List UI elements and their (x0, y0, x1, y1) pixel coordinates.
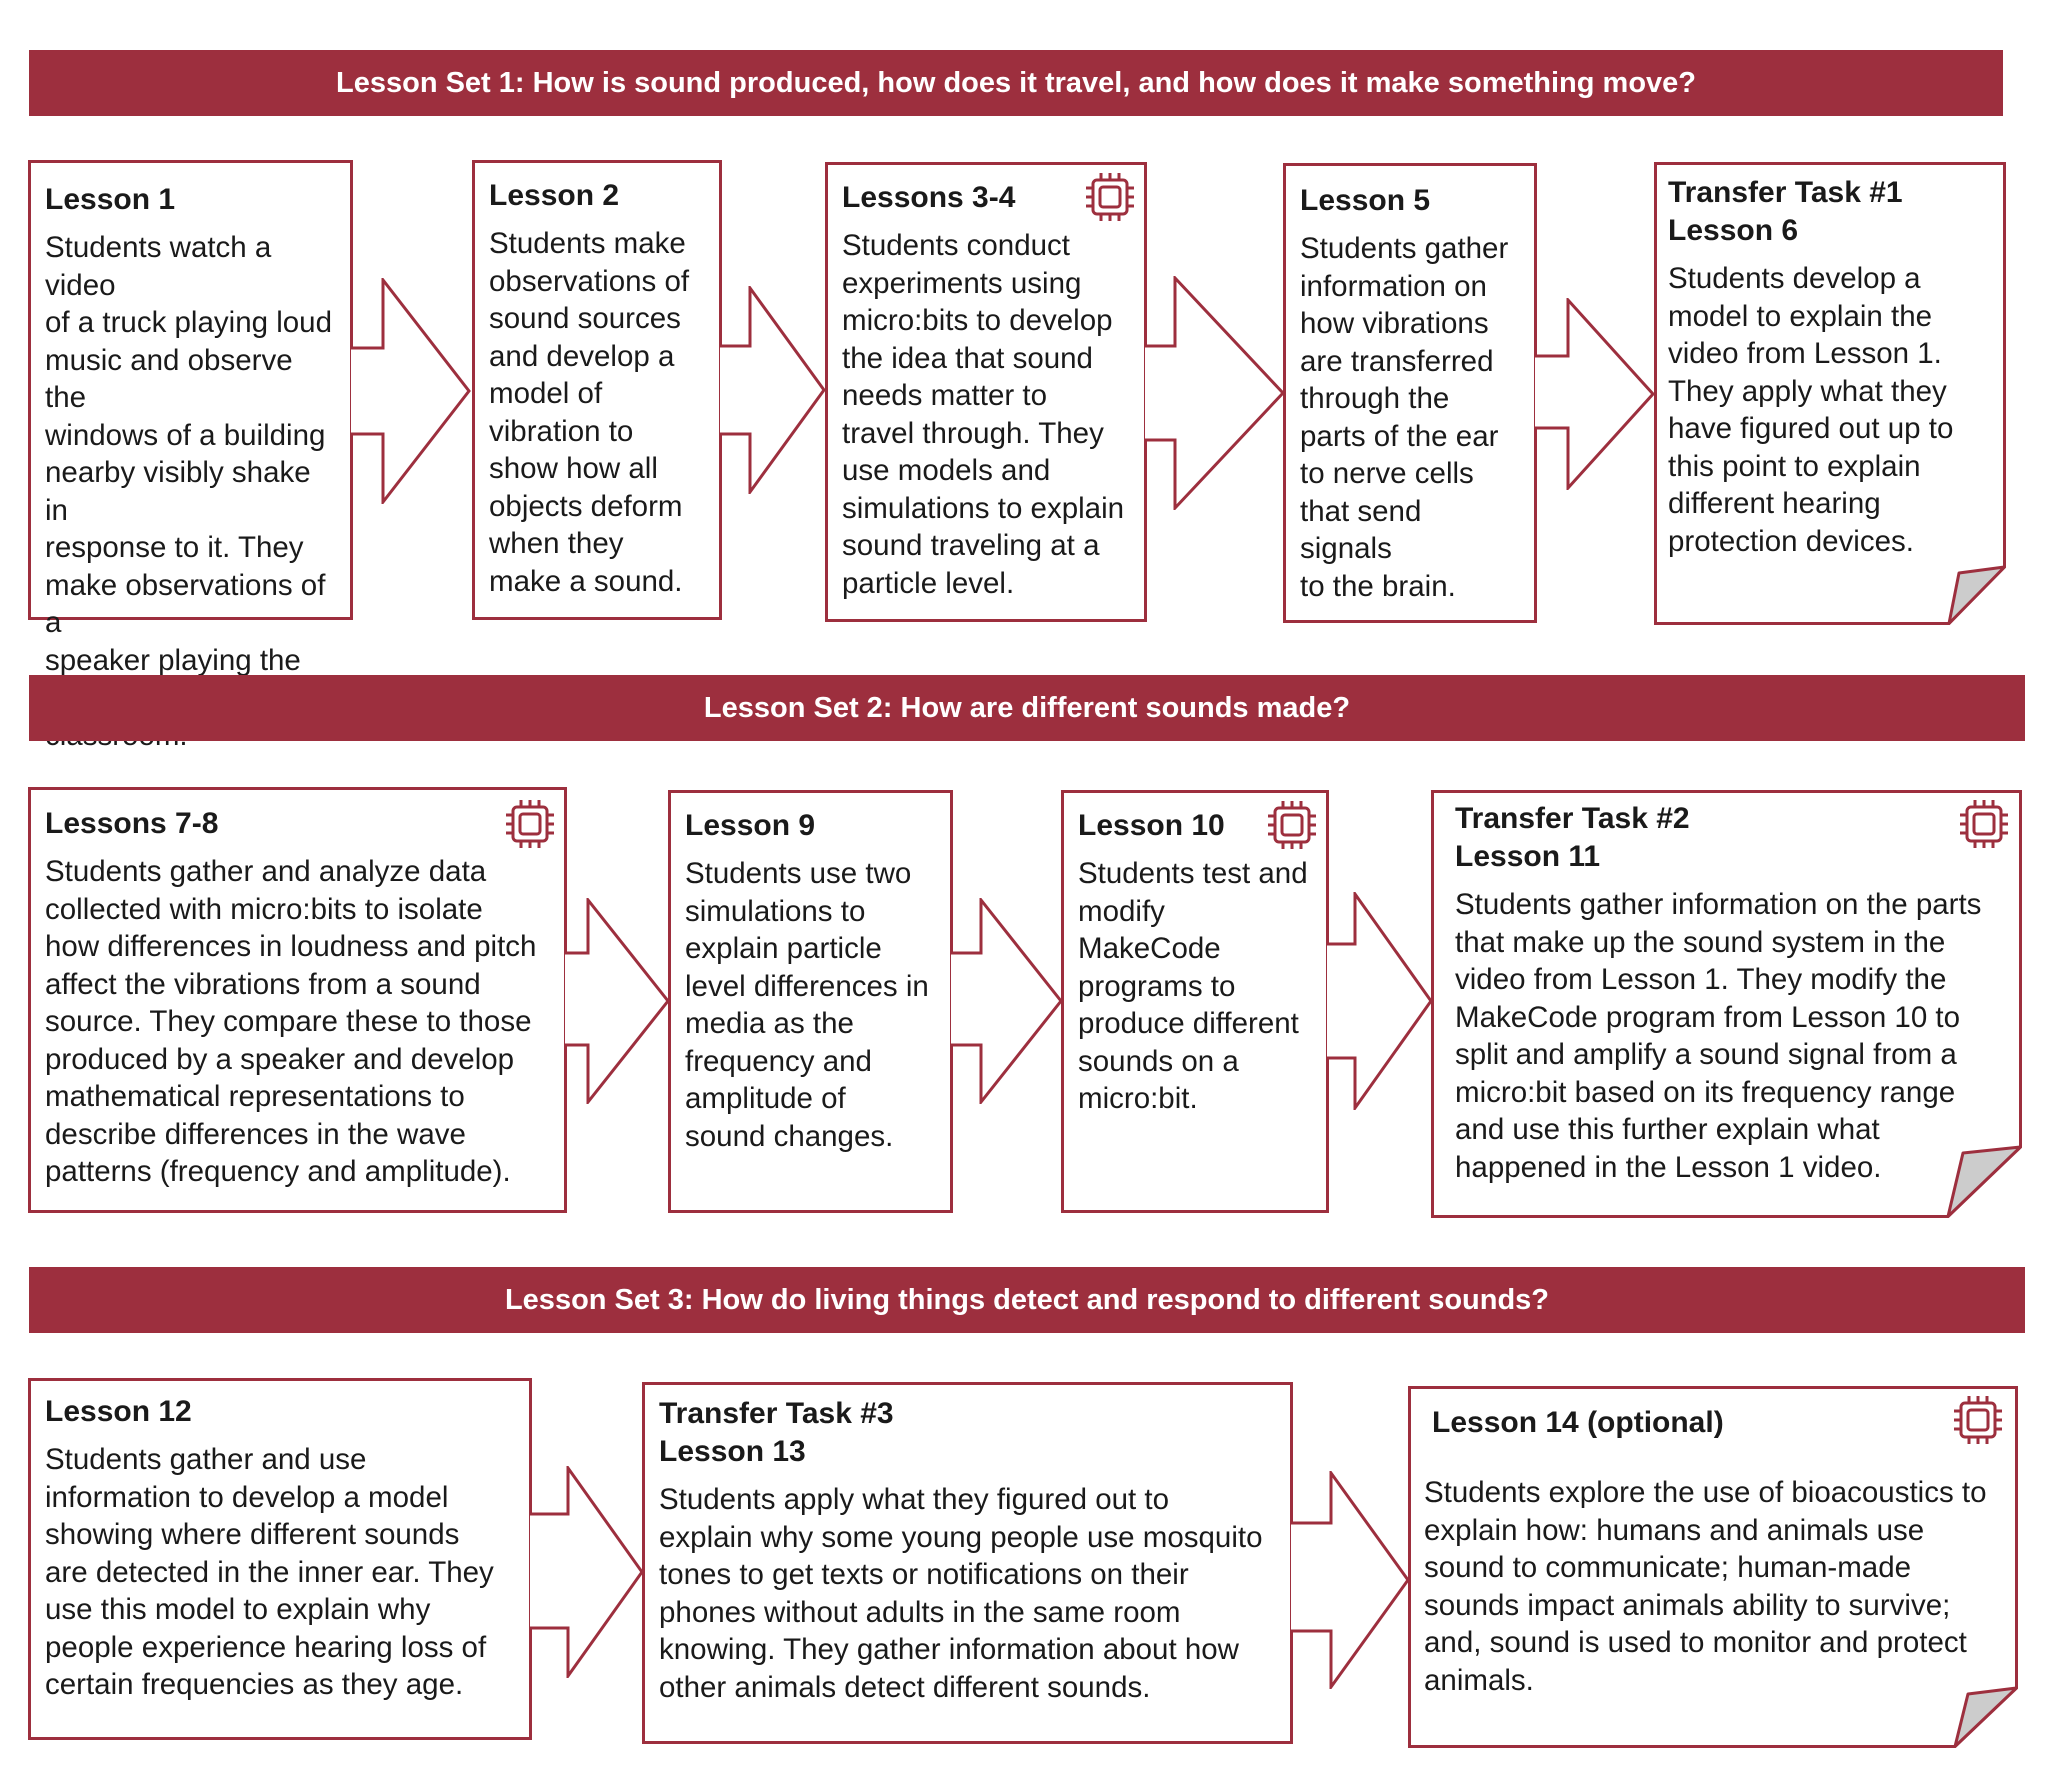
microbit-chip-icon (1086, 173, 1134, 221)
transfer-task-1-card: Transfer Task #1 Lesson 6 Students devel… (1654, 162, 2006, 625)
lessons-3-4-description: Students conduct experiments using micro… (842, 229, 1125, 600)
microbit-chip-icon (1268, 801, 1316, 849)
microbit-chip-icon (506, 800, 554, 848)
flow-arrow (951, 898, 1063, 1104)
lesson-5-description: Students gather information on how vibra… (1300, 232, 1509, 603)
lesson-5-card: Lesson 5 Students gather information on … (1283, 163, 1537, 623)
lesson-14-description: Students explore the use of bioacoustics… (1424, 1476, 1987, 1697)
transfer-task-2-description: Students gather information on the parts… (1455, 888, 1982, 1184)
lesson-10-title: Lesson 10 (1078, 809, 1225, 842)
lesson-2-card: Lesson 2 Students make observations of s… (472, 160, 722, 620)
flow-arrow (351, 278, 471, 504)
lessons-7-8-card: Lessons 7-8 Students gather and analyze … (28, 787, 567, 1213)
lesson-14-card: Lesson 14 (optional) Students explore th… (1408, 1386, 2018, 1748)
transfer-task-1-title: Transfer Task #1 Lesson 6 (1668, 176, 1903, 247)
lesson-12-description: Students gather and use information to d… (45, 1443, 494, 1701)
lesson-set-2-title: Lesson Set 2: How are different sounds m… (703, 691, 1351, 724)
lesson-12-card: Lesson 12 Students gather and use inform… (28, 1378, 532, 1740)
lesson-9-title: Lesson 9 (685, 809, 816, 842)
lesson-10-card: Lesson 10 Students test and modify MakeC… (1061, 790, 1329, 1213)
flow-arrow (720, 286, 826, 494)
lessons-3-4-title: Lessons 3-4 (842, 181, 1016, 214)
transfer-task-3-title: Transfer Task #3 Lesson 13 (659, 1397, 894, 1468)
transfer-task-2-card: Transfer Task #2 Lesson 11 Students gath… (1431, 790, 2022, 1218)
folded-corner-frame (1408, 1386, 2018, 1748)
lesson-1-card: Lesson 1 Students watch a video of a tru… (28, 160, 353, 752)
flow-arrow (1535, 298, 1656, 490)
lesson-9-card: Lesson 9 Students use two simulations to… (668, 790, 953, 1213)
flow-arrow (530, 1466, 644, 1678)
flow-arrow (1327, 892, 1433, 1110)
lesson-10-description: Students test and modify MakeCode progra… (1078, 857, 1308, 1115)
lessons-7-8-description: Students gather and analyze data collect… (45, 855, 537, 1188)
flow-arrow (565, 898, 670, 1104)
flow-arrow (1145, 276, 1286, 510)
lesson-set-3-title: Lesson Set 3: How do living things detec… (504, 1283, 1550, 1316)
lessons-3-4-card: Lessons 3-4 Students conduct experiments… (825, 162, 1147, 622)
lesson-1-title: Lesson 1 (45, 183, 176, 216)
lesson-set-1-banner: Lesson Set 1: How is sound produced, how… (29, 50, 2003, 116)
lessons-7-8-title: Lessons 7-8 (45, 807, 219, 840)
folded-corner-frame (1431, 790, 2022, 1218)
lesson-set-2-banner: Lesson Set 2: How are different sounds m… (29, 675, 2025, 741)
lesson-14-title: Lesson 14 (optional) (1432, 1406, 1724, 1439)
transfer-task-3-card: Transfer Task #3 Lesson 13 Students appl… (642, 1382, 1293, 1744)
lesson-12-title: Lesson 12 (45, 1395, 192, 1428)
flow-arrow (1291, 1471, 1410, 1689)
microbit-chip-icon (1954, 1396, 2002, 1444)
transfer-task-1-description: Students develop a model to explain the … (1668, 262, 1954, 558)
transfer-task-3-description: Students apply what they figured out to … (659, 1483, 1263, 1704)
lesson-1-description: Students watch a video of a truck playin… (45, 231, 332, 752)
lesson-set-1-title: Lesson Set 1: How is sound produced, how… (336, 66, 1696, 99)
microbit-chip-icon (1960, 800, 2008, 848)
lesson-set-3-banner: Lesson Set 3: How do living things detec… (29, 1267, 2025, 1333)
transfer-task-2-title: Transfer Task #2 Lesson 11 (1455, 802, 1690, 873)
lesson-9-description: Students use two simulations to explain … (685, 857, 929, 1153)
lesson-2-description: Students make observations of sound sour… (489, 227, 690, 598)
lesson-5-title: Lesson 5 (1300, 184, 1431, 217)
folded-corner-frame (1654, 162, 2006, 625)
lesson-2-title: Lesson 2 (489, 179, 620, 212)
